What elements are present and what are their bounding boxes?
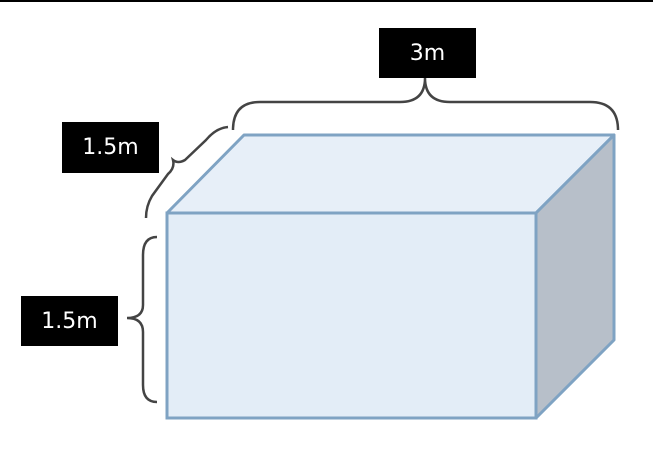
length-brace: [231, 77, 620, 131]
height-brace: [126, 235, 158, 404]
depth-brace: [144, 125, 229, 219]
length-label: 3m: [379, 28, 476, 78]
top-border-line: [0, 0, 653, 2]
depth-label: 1.5m: [62, 122, 159, 173]
height-label: 1.5m: [21, 296, 118, 346]
box-front-face: [165, 211, 538, 420]
